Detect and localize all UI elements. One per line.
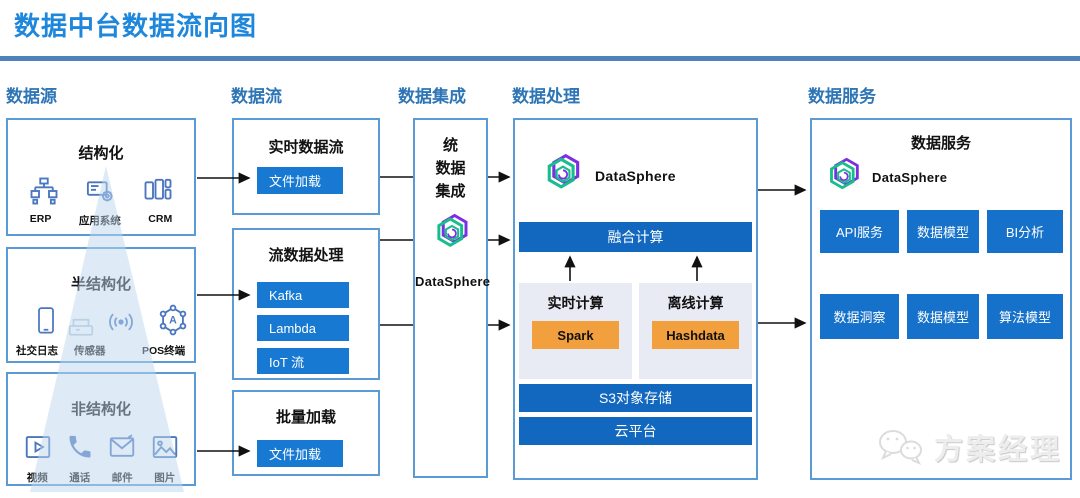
signal-waves-icon [109, 313, 133, 331]
source-item-label: ERP [29, 213, 52, 225]
node-api-service: API服务 [820, 210, 899, 253]
fusion-compute-bar: 融合计算 [519, 222, 752, 252]
datasphere-logo-icon [547, 153, 580, 189]
source-item-label: 邮件 [111, 472, 133, 484]
integration-title-line: 数据 [435, 160, 466, 177]
column-header-services: 数据服务 [808, 87, 876, 106]
smartphone-icon [38, 307, 54, 334]
watermark: 方案经理 [876, 426, 1062, 468]
integration-box: 统 数据 集成 DataSphere [413, 118, 491, 478]
group-title: 批量加载 [275, 409, 336, 426]
mail-icon [109, 434, 134, 457]
source-item-label: 应用系统 [78, 215, 121, 227]
network-nodes-icon: A [159, 304, 187, 336]
node-bi-analysis: BI分析 [987, 210, 1063, 253]
column-header-source: 数据源 [6, 87, 57, 106]
flow-box-stream: 流数据处理 Kafka Lambda IoT 流 [232, 228, 380, 380]
source-box-semistructured: 半结构化 A 社交日志 传感器 POS终端 [6, 247, 196, 363]
node-data-insight: 数据洞察 [820, 294, 899, 339]
svg-text:A: A [169, 315, 177, 327]
group-title: 结构化 [78, 145, 124, 162]
phone-call-icon [69, 435, 90, 458]
page-title: 数据中台数据流向图 [14, 12, 258, 41]
terminal-icon [68, 318, 94, 336]
column-header-flow: 数据流 [231, 87, 282, 106]
column-header-processing: 数据处理 [512, 87, 580, 106]
node-hashdata: Hashdata [652, 321, 739, 349]
source-item-label: 社交日志 [16, 345, 58, 357]
source-item-label: 传感器 [74, 345, 106, 357]
datasphere-logo-icon [830, 157, 859, 190]
node-algorithm-model: 算法模型 [987, 294, 1063, 339]
product-name: DataSphere [872, 170, 948, 185]
integration-title-line: 统 [442, 137, 458, 154]
cloud-platform-bar: 云平台 [519, 417, 752, 445]
group-title: 流数据处理 [268, 247, 344, 264]
app-system-icon [86, 181, 113, 202]
offline-compute-box: 离线计算 Hashdata [639, 283, 752, 379]
sub-title: 实时计算 [547, 295, 604, 311]
node-kafka: Kafka [257, 282, 349, 308]
source-item-label: CRM [148, 213, 173, 225]
processing-box: DataSphere 融合计算 实时计算 Spark 离线计算 Hashdata… [513, 118, 758, 480]
wechat-icon [879, 430, 922, 465]
source-item-label: 视频 [26, 472, 48, 484]
source-box-structured: 结构化 ERP 应用系统 CRM [6, 118, 196, 236]
group-title: 半结构化 [70, 276, 131, 293]
source-item-label: 通话 [69, 472, 91, 484]
node-data-model: 数据模型 [907, 294, 979, 339]
node-file-load: 文件加载 [257, 440, 343, 467]
flow-box-realtime: 实时数据流 文件加载 [232, 118, 380, 215]
s3-storage-bar: S3对象存储 [519, 384, 752, 412]
source-box-unstructured: 非结构化 视频 通话 邮件 图片 [6, 372, 196, 486]
column-header-integration: 数据集成 [398, 87, 466, 106]
realtime-compute-box: 实时计算 Spark [519, 283, 632, 379]
integration-title-line: 集成 [435, 183, 466, 200]
source-item-label: 图片 [154, 472, 176, 484]
node-lambda: Lambda [257, 315, 349, 341]
source-item-label: POS终端 [142, 345, 186, 357]
services-box: 数据服务 DataSphere API服务 数据模型 BI分析 数据洞察 数据模… [810, 118, 1072, 480]
title-underline [0, 56, 1080, 61]
org-chart-icon [30, 177, 58, 205]
group-title: 实时数据流 [268, 139, 344, 156]
image-icon [152, 436, 177, 458]
node-file-load: 文件加载 [257, 167, 343, 194]
datasphere-logo-icon [437, 213, 468, 247]
flow-box-batch: 批量加载 文件加载 [232, 390, 380, 476]
services-title: 数据服务 [910, 135, 971, 152]
product-name: DataSphere [595, 168, 676, 184]
crm-cards-icon [144, 178, 172, 200]
product-name: DataSphere [415, 274, 491, 289]
sub-title: 离线计算 [667, 295, 724, 311]
node-data-model: 数据模型 [907, 210, 979, 253]
node-iot-stream: IoT 流 [257, 348, 349, 374]
watermark-text: 方案经理 [934, 434, 1063, 466]
video-icon [25, 436, 50, 458]
node-spark: Spark [532, 321, 619, 349]
group-title: 非结构化 [70, 401, 131, 418]
